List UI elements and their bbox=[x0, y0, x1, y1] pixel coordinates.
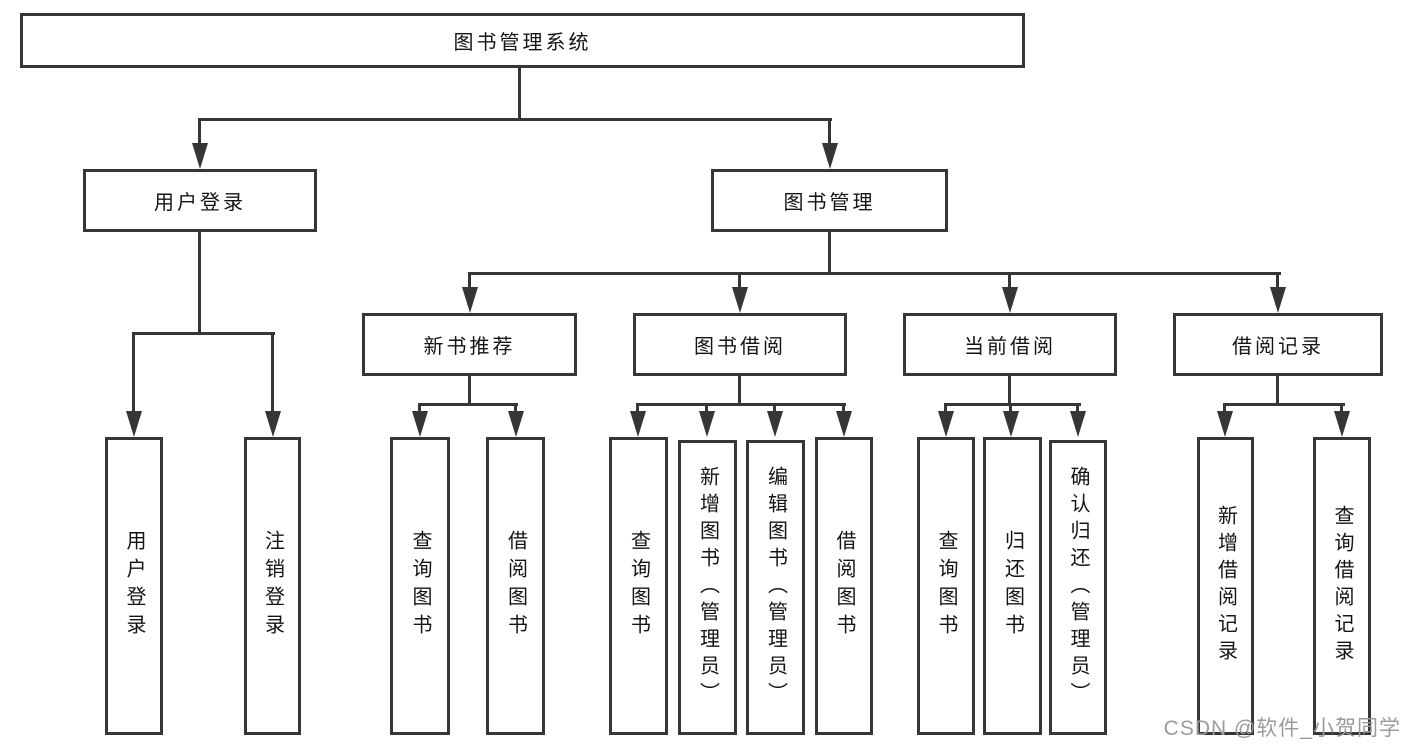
arrow-to-login-leaf bbox=[126, 411, 142, 437]
leaf-bb-borrow-books: 借阅图书 bbox=[815, 437, 873, 735]
csdn-watermark: CSDN @软件_小贺同学 bbox=[1163, 717, 1401, 740]
node-borrow-records: 借阅记录 bbox=[1173, 313, 1383, 376]
arrow-rec-add bbox=[1217, 411, 1233, 437]
connector-user-login-stem bbox=[198, 232, 201, 335]
connector-book-borrow-rail bbox=[636, 403, 846, 406]
leaf-nb-query-books: 查询图书 bbox=[390, 437, 450, 735]
connector-records-rail bbox=[1223, 403, 1345, 406]
arrow-bb-query bbox=[630, 411, 646, 437]
leaf-cb-confirm-return-admin: 确认归还（管理员） bbox=[1049, 440, 1107, 735]
leaf-bb-edit-books-admin: 编辑图书（管理员） bbox=[746, 440, 805, 735]
connector-user-login-rail bbox=[132, 332, 275, 335]
connector-root-stem bbox=[518, 68, 521, 121]
connector-to-logout-leaf bbox=[271, 332, 274, 416]
connector-to-book-borrow bbox=[738, 272, 741, 294]
leaf-bb-query-books: 查询图书 bbox=[609, 437, 668, 735]
node-book-management: 图书管理 bbox=[711, 169, 948, 232]
connector-new-book-rail bbox=[418, 403, 518, 406]
node-book-borrow: 图书借阅 bbox=[633, 313, 847, 376]
arrow-rec-query bbox=[1334, 411, 1350, 437]
arrow-to-user-login bbox=[192, 143, 208, 169]
leaf-nb-borrow-books: 借阅图书 bbox=[486, 437, 545, 735]
connector-to-current-borrow bbox=[1008, 272, 1011, 294]
arrow-bb-add bbox=[699, 411, 715, 437]
leaf-user-login: 用户登录 bbox=[105, 437, 163, 735]
connector-to-login-leaf bbox=[132, 332, 135, 416]
connector-level3-rail bbox=[468, 272, 1281, 275]
connector-new-book-stem bbox=[468, 376, 471, 406]
arrow-to-new-book bbox=[462, 287, 478, 313]
arrow-bb-borrow bbox=[836, 411, 852, 437]
connector-to-user-login bbox=[198, 118, 201, 150]
arrow-nb-borrow bbox=[508, 411, 524, 437]
leaf-logout: 注销登录 bbox=[244, 437, 301, 735]
arrow-to-logout-leaf bbox=[265, 411, 281, 437]
arrow-to-book-management bbox=[822, 143, 838, 169]
connector-level2-rail bbox=[198, 118, 832, 121]
arrow-bb-edit bbox=[767, 411, 783, 437]
arrow-cb-confirm bbox=[1070, 411, 1086, 437]
connector-current-rail bbox=[944, 403, 1081, 406]
arrow-cb-query bbox=[938, 411, 954, 437]
arrow-nb-query bbox=[412, 411, 428, 437]
leaf-cb-query-books: 查询图书 bbox=[917, 437, 975, 735]
leaf-rec-add-record: 新增借阅记录 bbox=[1197, 437, 1254, 735]
connector-to-new-book bbox=[468, 272, 471, 294]
node-user-login: 用户登录 bbox=[83, 169, 317, 232]
connector-to-borrow-records bbox=[1276, 272, 1279, 294]
node-current-borrow: 当前借阅 bbox=[903, 313, 1117, 376]
connector-book-mgmt-stem bbox=[828, 232, 831, 275]
node-library-system: 图书管理系统 bbox=[20, 13, 1025, 68]
node-new-book-recommend: 新书推荐 bbox=[362, 313, 577, 376]
arrow-to-book-borrow bbox=[732, 287, 748, 313]
connector-to-book-management bbox=[828, 118, 831, 150]
connector-records-stem bbox=[1276, 376, 1279, 406]
leaf-bb-add-books-admin: 新增图书（管理员） bbox=[678, 440, 737, 735]
arrow-to-current-borrow bbox=[1002, 287, 1018, 313]
arrow-to-borrow-records bbox=[1270, 287, 1286, 313]
leaf-cb-return-books: 归还图书 bbox=[983, 437, 1042, 735]
connector-current-stem bbox=[1008, 376, 1011, 406]
connector-book-borrow-stem bbox=[738, 376, 741, 406]
leaf-rec-query-record: 查询借阅记录 bbox=[1313, 437, 1371, 735]
arrow-cb-return bbox=[1003, 411, 1019, 437]
